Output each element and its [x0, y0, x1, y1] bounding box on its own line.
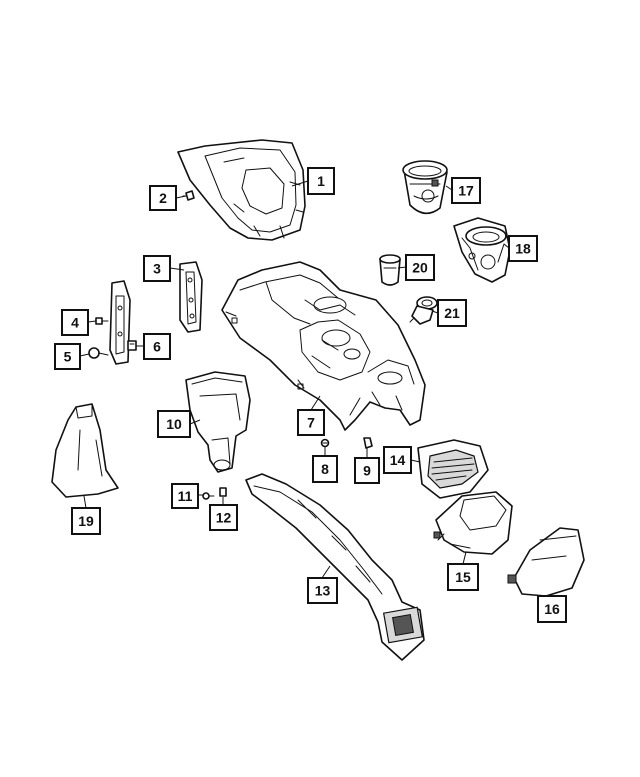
part-2-clip: [182, 190, 195, 201]
callout-7: 7: [297, 409, 325, 436]
svg-text:3: 3: [153, 261, 161, 277]
part-9-clip: [363, 437, 373, 449]
part-12-grommet: [219, 487, 227, 497]
part-15-rear-trim: [433, 491, 513, 555]
callout-18: 18: [508, 235, 538, 262]
svg-text:10: 10: [166, 416, 182, 432]
part-10-air-duct: [185, 371, 251, 473]
svg-text:4: 4: [71, 315, 79, 331]
part-17-cup-holder-sleeve: [402, 160, 448, 215]
svg-text:21: 21: [444, 305, 460, 321]
part-21-power-outlet: [409, 296, 438, 325]
callout-20: 20: [405, 254, 435, 281]
svg-text:19: 19: [78, 513, 94, 529]
callout-13: 13: [307, 577, 338, 604]
callout-15: 15: [447, 563, 479, 591]
svg-text:18: 18: [515, 241, 531, 257]
part-13-air-duct: [245, 473, 425, 661]
part-11-screw: [202, 492, 215, 500]
callout-17: 17: [451, 177, 481, 204]
part-4-bolt: [95, 317, 109, 325]
callout-12: 12: [209, 504, 238, 531]
part-5-bolt: [88, 347, 109, 359]
part-6-nut: [127, 340, 137, 351]
svg-text:5: 5: [64, 349, 72, 365]
svg-text:9: 9: [363, 463, 371, 479]
callout-16: 16: [537, 595, 567, 623]
callout-9: 9: [354, 457, 380, 484]
callout-21: 21: [437, 299, 467, 327]
svg-text:14: 14: [390, 452, 406, 468]
callout-8: 8: [312, 455, 338, 483]
svg-text:1: 1: [317, 173, 325, 189]
svg-text:8: 8: [321, 461, 329, 477]
svg-text:12: 12: [216, 510, 232, 526]
svg-text:7: 7: [307, 415, 315, 431]
svg-text:16: 16: [544, 601, 560, 617]
part-3-side-bracket: [179, 261, 203, 333]
svg-text:13: 13: [315, 583, 331, 599]
part-8-screw: [320, 438, 330, 448]
callout-10: 10: [157, 410, 191, 438]
part-1-shifter-bezel: [177, 139, 306, 241]
svg-text:17: 17: [458, 183, 474, 199]
svg-text:20: 20: [412, 260, 428, 276]
part-14-rear-vent: [417, 439, 489, 499]
callout-2: 2: [149, 185, 177, 211]
part-16-rear-cover: [507, 527, 585, 597]
support-bracket: [109, 280, 131, 365]
callout-6: 6: [143, 333, 171, 360]
callout-19: 19: [71, 507, 101, 535]
callout-1: 1: [307, 167, 335, 195]
part-20-sleeve: [379, 254, 401, 286]
part-19-shift-boot: [51, 403, 119, 498]
part-7-center-console: [221, 261, 426, 431]
callout-5: 5: [54, 343, 81, 370]
svg-text:15: 15: [455, 569, 471, 585]
svg-text:2: 2: [159, 190, 167, 206]
callout-4: 4: [61, 309, 89, 336]
callout-14: 14: [383, 446, 412, 474]
callout-3: 3: [143, 255, 171, 282]
svg-text:6: 6: [153, 339, 161, 355]
svg-text:11: 11: [178, 488, 193, 504]
callout-11: 11: [171, 483, 199, 509]
part-18-cup-holder-insert: [453, 217, 511, 283]
